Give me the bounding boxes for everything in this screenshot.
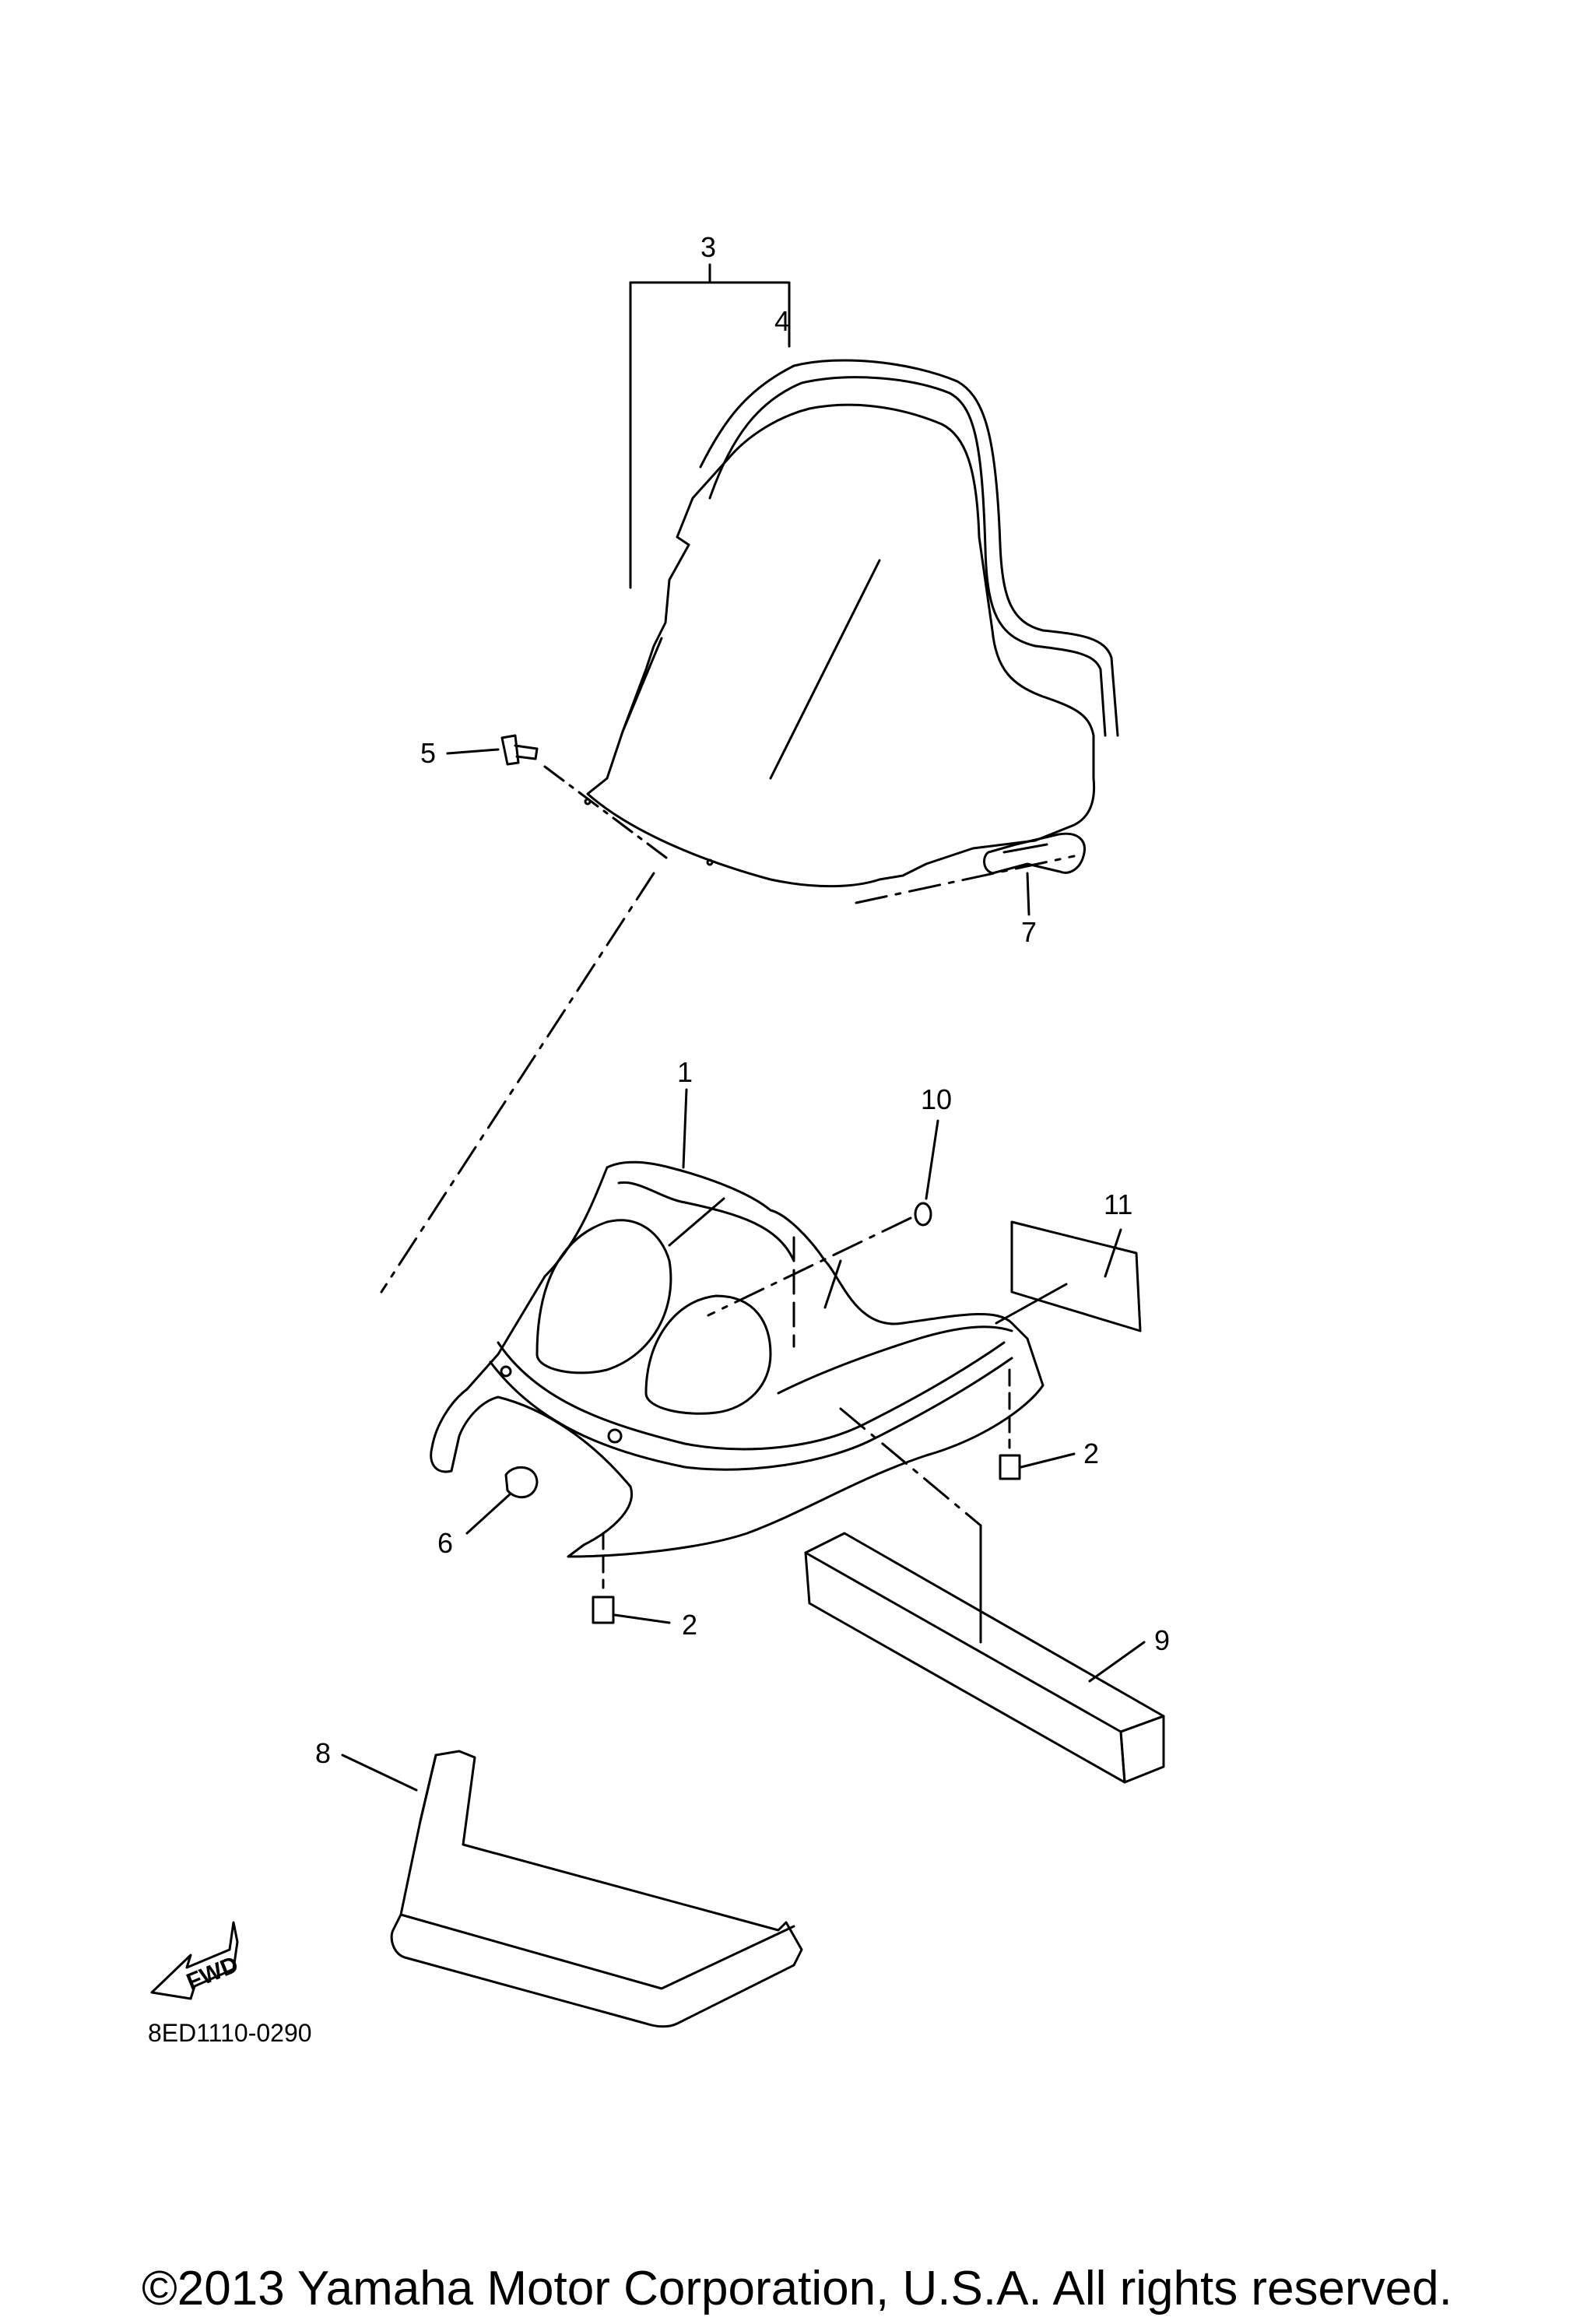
part-label-5: 5 <box>420 737 436 769</box>
leader-line-7 <box>1026 872 1030 916</box>
part-label-8: 8 <box>315 1737 331 1769</box>
part-label-3: 3 <box>700 231 716 263</box>
cowl-dashline-9 <box>839 1407 982 1527</box>
windshield-body <box>586 403 1096 888</box>
foam-9-end <box>1119 1715 1165 1784</box>
part-label-2b: 2 <box>682 1609 697 1641</box>
bumper-8-inner-2 <box>399 1913 795 1990</box>
cowl-top-line-2 <box>668 1197 725 1247</box>
cowl-line-11 <box>995 1283 1068 1325</box>
leader-line-11 <box>1104 1228 1122 1278</box>
screw-5-head <box>500 734 520 766</box>
fwd-arrow-shape <box>150 1921 239 2000</box>
diagram-code: 8ED1110-0290 <box>148 2019 312 2047</box>
cowl-seat-bump-2 <box>644 1294 772 1415</box>
decal-11 <box>1010 1220 1142 1332</box>
bumper-8-shape <box>390 1750 803 2028</box>
cap-6 <box>465 1466 539 1535</box>
part-label-4: 4 <box>774 305 790 337</box>
cowl-rim <box>497 1341 1006 1451</box>
bumper-8 <box>341 1750 803 2028</box>
windshield <box>380 263 1119 1294</box>
decal-11-shape <box>1010 1220 1142 1332</box>
grommet-10-ring <box>914 1202 932 1227</box>
part-label-2a: 2 <box>1083 1438 1099 1469</box>
cowl-top-line <box>617 1181 795 1262</box>
fwd-arrow-icon <box>150 1921 239 2000</box>
part-label-9: 9 <box>1154 1624 1170 1656</box>
screw-5-dashline <box>543 765 671 862</box>
leader-line-2b <box>613 1613 671 1624</box>
foam-9 <box>804 1532 1165 1784</box>
cowl-dashline-10 <box>707 1216 912 1317</box>
cowl-side <box>777 1325 1013 1395</box>
bracket-7-body <box>983 832 1086 875</box>
bolt-2-right-head <box>999 1454 1021 1480</box>
screw-5-shank <box>514 744 539 760</box>
windshield-trim-inner <box>708 376 1107 737</box>
bumper-8-inner <box>419 1754 437 1823</box>
leader-line-8 <box>341 1754 418 1792</box>
windshield-dashline-2 <box>380 872 655 1294</box>
copyright-notice: ©2013 Yamaha Motor Corporation, U.S.A. A… <box>142 2262 1452 2315</box>
fwd-arrow-label: FWD <box>183 1951 242 1995</box>
part-label-11: 11 <box>1104 1188 1132 1220</box>
cowl-hole <box>607 1428 623 1444</box>
bolt-2-right <box>999 1368 1076 1480</box>
leader-line-10 <box>925 1119 939 1200</box>
bracket-7-slot <box>1002 843 1048 854</box>
cowl-seat-bump <box>535 1219 672 1374</box>
cowl-rim-2 <box>489 1357 1013 1471</box>
bracket-7 <box>983 832 1086 916</box>
part-label-1: 1 <box>677 1056 693 1088</box>
leader-line-5 <box>446 748 500 755</box>
cowl <box>430 1088 1068 1644</box>
bracket-line-3-top <box>629 281 791 348</box>
leader-line-9 <box>1088 1641 1146 1683</box>
windshield-dashline <box>855 855 1076 904</box>
windshield-hole <box>706 858 714 866</box>
cowl-hole-2 <box>500 1365 512 1378</box>
screw-5 <box>446 734 671 862</box>
part-label-10: 10 <box>921 1083 952 1115</box>
windshield-trim <box>699 359 1119 737</box>
leader-line-2a <box>1020 1452 1076 1469</box>
leader-line-6 <box>465 1493 511 1535</box>
leader-line-1 <box>682 1088 688 1169</box>
cap-6-body <box>504 1466 539 1499</box>
windshield-reflection <box>769 559 881 780</box>
bolt-2-left <box>592 1532 671 1624</box>
grommet-10 <box>914 1119 939 1227</box>
part-label-7: 7 <box>1021 916 1037 948</box>
part-label-6: 6 <box>437 1527 453 1559</box>
windshield-reflection-2 <box>621 637 663 733</box>
bolt-2-left-head <box>592 1596 615 1624</box>
cowl-top-line-3 <box>823 1259 842 1309</box>
cowl-outer <box>430 1160 1045 1558</box>
